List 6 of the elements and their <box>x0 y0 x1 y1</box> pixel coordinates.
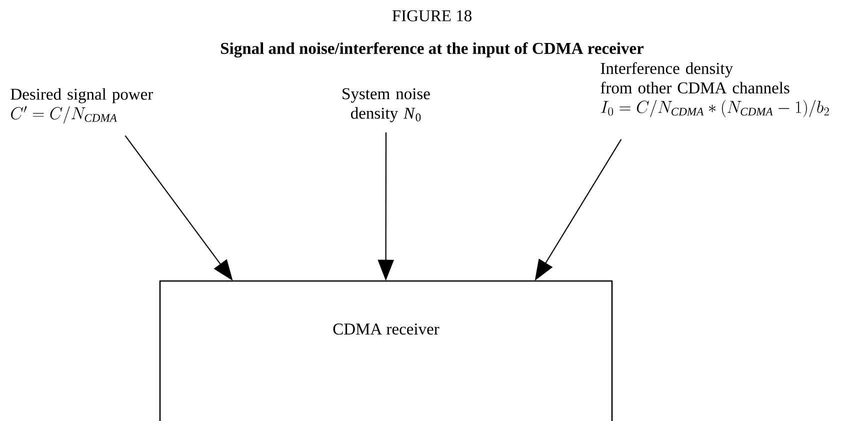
figure-number: FIGURE 18 <box>392 10 472 22</box>
receiver-box: CDMA receiver <box>159 280 613 421</box>
text-label: Interference density from other CDMA channels $I_0 = C/N_{\mathit{CDMA}} * (N_{\mathit{CDMA}} - 1)/b_2$ <box>600 62 829 118</box>
text-label: System noise density N$_{0}$ <box>342 88 430 122</box>
text-label: Desired signal power $C' = C/N_{\mathit{CDMA}}$ <box>10 88 153 124</box>
title: Signal and noise/interference at the input of CDMA receiver <box>221 42 644 58</box>
